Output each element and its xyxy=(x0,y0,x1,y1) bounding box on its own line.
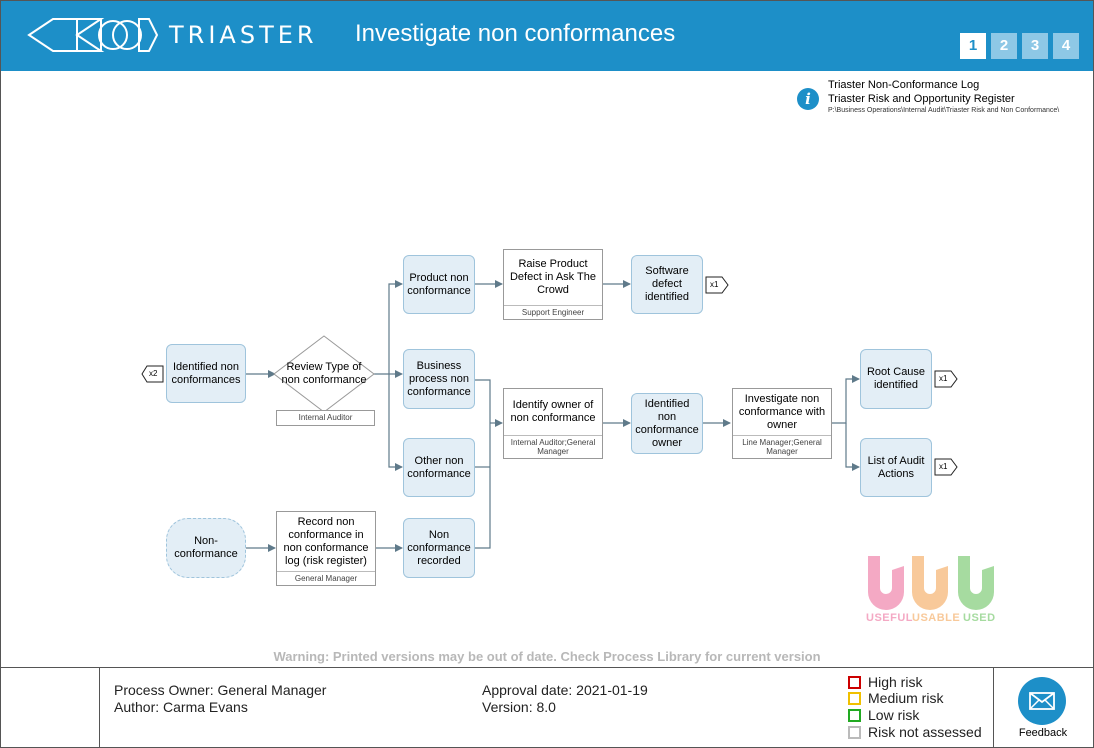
legend-label: Medium risk xyxy=(868,690,944,706)
footer-left-cell xyxy=(1,668,100,748)
legend-label: Risk not assessed xyxy=(868,724,982,740)
activity-role: Line Manager;General Manager xyxy=(733,435,831,458)
connector-start-x2[interactable]: x2 xyxy=(149,369,158,378)
legend-box-high xyxy=(848,675,861,689)
legend-high-risk: High risk xyxy=(848,674,922,690)
legend-label: Low risk xyxy=(868,707,920,723)
diagram-lines xyxy=(141,276,958,552)
start-non-conformance[interactable]: Non-conformance xyxy=(166,518,246,578)
decision-review-role: Internal Auditor xyxy=(276,410,375,426)
decision-review-type[interactable]: Review Type of non conformance xyxy=(281,361,367,386)
page-title: Investigate non conformances xyxy=(355,20,676,47)
brand-name: TRIASTER xyxy=(169,21,318,49)
state-product-non-conformance[interactable]: Product non conformance xyxy=(403,255,475,314)
useful-usable-used-watermark xyxy=(868,556,994,610)
legend-box-medium xyxy=(848,691,861,705)
page-button-4[interactable]: 4 xyxy=(1053,33,1079,59)
print-warning: Warning: Printed versions may be out of … xyxy=(273,649,821,664)
connector-audit-x1[interactable]: x1 xyxy=(939,462,948,471)
legend-low-risk: Low risk xyxy=(848,707,919,723)
link-risk-register[interactable]: Triaster Risk and Opportunity Register xyxy=(828,93,1015,105)
activity-identify-owner[interactable]: Identify owner of non conformance Intern… xyxy=(503,388,603,459)
approval-date: Approval date: 2021-01-19 xyxy=(482,682,648,698)
legend-box-not-assessed xyxy=(848,725,861,739)
footer-right-cell xyxy=(993,668,1093,748)
author: Author: Carma Evans xyxy=(114,699,248,715)
watermark-usable: USABLE xyxy=(912,612,961,624)
connector-root-cause-x1[interactable]: x1 xyxy=(939,374,948,383)
process-diagram: x2 x1 x1 x1 Identified non conformances … xyxy=(141,249,958,586)
info-icon: i xyxy=(797,88,819,110)
activity-label: Investigate non conformance with owner xyxy=(738,392,826,431)
state-root-cause-identified[interactable]: Root Cause identified xyxy=(860,349,932,409)
activity-label: Record non conformance in non conformanc… xyxy=(283,515,369,567)
activity-raise-product-defect[interactable]: Raise Product Defect in Ask The Crowd Su… xyxy=(503,249,603,320)
state-list-of-audit-actions[interactable]: List of Audit Actions xyxy=(860,438,932,497)
watermark-useful: USEFUL xyxy=(866,612,913,624)
link-non-conformance-log[interactable]: Triaster Non-Conformance Log xyxy=(828,79,980,91)
header-bar: TRIASTER Investigate non conformances xyxy=(1,1,1093,71)
feedback-label[interactable]: Feedback xyxy=(1018,727,1068,739)
envelope-icon xyxy=(1029,692,1055,710)
triaster-logo-icon xyxy=(27,18,159,52)
activity-label: Identify owner of non conformance xyxy=(510,399,596,424)
activity-label: Raise Product Defect in Ask The Crowd xyxy=(509,258,596,296)
page-button-1[interactable]: 1 xyxy=(960,33,986,59)
activity-role: Support Engineer xyxy=(504,305,602,319)
state-software-defect-identified[interactable]: Software defect identified xyxy=(631,255,703,314)
page-button-3[interactable]: 3 xyxy=(1022,33,1048,59)
state-other-non-conformance[interactable]: Other non conformance xyxy=(403,438,475,497)
process-owner: Process Owner: General Manager xyxy=(114,682,327,698)
activity-role: Internal Auditor;General Manager xyxy=(504,435,602,458)
connector-software-x1[interactable]: x1 xyxy=(710,280,719,289)
state-identified-owner[interactable]: Identified non conformance owner xyxy=(631,393,703,454)
state-business-process-non-conformance[interactable]: Business process non conformance xyxy=(403,349,475,409)
feedback-button[interactable] xyxy=(1018,677,1066,725)
version: Version: 8.0 xyxy=(482,699,556,715)
legend-label: High risk xyxy=(868,674,923,690)
legend-medium-risk: Medium risk xyxy=(848,690,943,706)
legend-box-low xyxy=(848,708,861,722)
footer xyxy=(1,667,1093,748)
activity-record-non-conformance[interactable]: Record non conformance in non conformanc… xyxy=(276,511,376,586)
state-non-conformance-recorded[interactable]: Non conformance recorded xyxy=(403,518,475,578)
activity-investigate-with-owner[interactable]: Investigate non conformance with owner L… xyxy=(732,388,832,459)
info-path: P:\Business Operations\Internal Audit\Tr… xyxy=(828,107,1060,114)
page-button-2[interactable]: 2 xyxy=(991,33,1017,59)
watermark-used: USED xyxy=(963,612,996,624)
legend-risk-not-assessed: Risk not assessed xyxy=(848,724,982,740)
state-identified-non-conformances[interactable]: Identified non conformances xyxy=(166,344,246,403)
activity-role: General Manager xyxy=(277,571,375,585)
